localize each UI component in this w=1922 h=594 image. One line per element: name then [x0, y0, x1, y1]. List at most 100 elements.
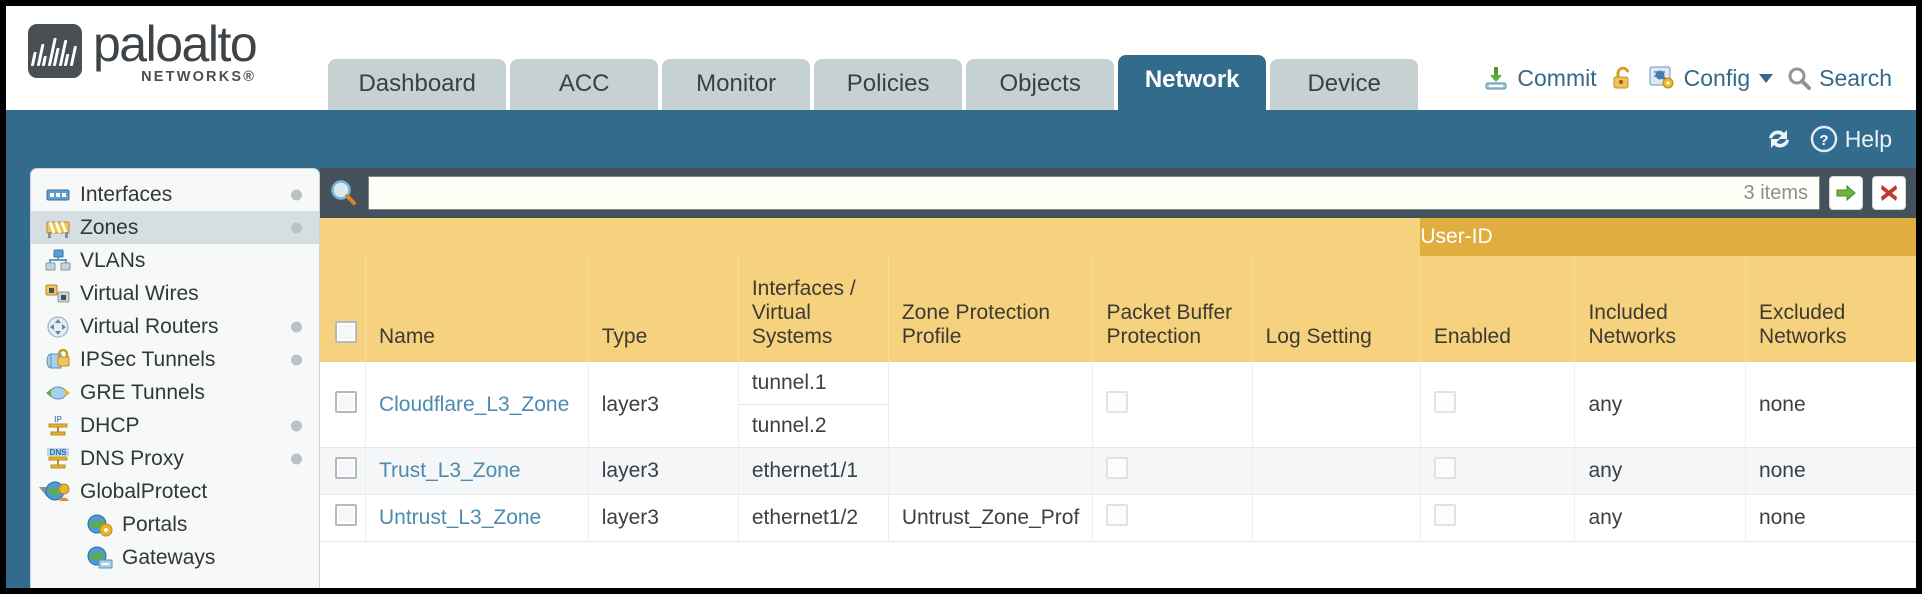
search-icon — [1787, 66, 1812, 91]
config-label: Config — [1683, 64, 1751, 91]
row-checkbox[interactable] — [335, 390, 357, 413]
globalprotect-icon — [45, 480, 71, 504]
header-action-bar: Commit — [1482, 64, 1916, 110]
tab-acc[interactable]: ACC — [510, 59, 659, 110]
commit-button[interactable]: Commit — [1482, 64, 1597, 92]
tab-monitor[interactable]: Monitor — [662, 59, 811, 110]
sidebar-item-vlans[interactable]: VLANs — [31, 244, 319, 277]
sidebar-item-label: Gateways — [122, 545, 216, 569]
column-header-log-setting[interactable]: Log Setting — [1251, 256, 1421, 362]
included-networks: any — [1574, 362, 1746, 448]
virtual-routers-icon — [45, 315, 71, 339]
userid-enabled-checkbox[interactable] — [1433, 390, 1456, 413]
zone-name-link[interactable]: Untrust_L3_Zone — [364, 494, 589, 542]
help-button[interactable]: ? Help — [1810, 125, 1892, 153]
sidebar-item-globalprotect[interactable]: GlobalProtect — [31, 475, 319, 508]
search-input[interactable]: 3 items — [368, 176, 1820, 210]
sidebar-item-label: Virtual Routers — [80, 314, 219, 338]
sidebar-navigation: Interfaces Zones VLANs Vir — [30, 168, 320, 588]
userid-enabled-cell[interactable] — [1419, 362, 1575, 448]
zone-type: layer3 — [587, 362, 739, 448]
excluded-networks: none — [1744, 447, 1916, 495]
packet-buffer-protection-checkbox[interactable] — [1106, 504, 1129, 526]
column-header-excluded-networks[interactable]: Excluded Networks — [1744, 256, 1916, 362]
help-label: Help — [1844, 125, 1892, 152]
status-dot — [291, 189, 302, 200]
sidebar-item-virtual-wires[interactable]: Virtual Wires — [31, 277, 319, 310]
virtual-wires-icon — [45, 282, 71, 306]
search-button[interactable]: Search — [1787, 65, 1892, 92]
refresh-icon — [1764, 126, 1794, 152]
userid-enabled-cell[interactable] — [1419, 494, 1575, 542]
config-button[interactable]: Config — [1649, 64, 1774, 92]
table-row: Cloudflare_L3_Zone layer3 tunnel.1 tunne… — [320, 362, 1916, 448]
refresh-button[interactable] — [1764, 126, 1794, 152]
column-header-type[interactable]: Type — [587, 256, 739, 362]
sidebar-item-dns-proxy[interactable]: DNS DNS Proxy — [31, 442, 319, 475]
brand-name: paloalto — [93, 15, 258, 72]
row-checkbox[interactable] — [335, 504, 357, 526]
main-navigation-tabs[interactable]: Dashboard ACC Monitor Policies Objects N… — [328, 55, 1422, 110]
log-setting — [1251, 447, 1421, 495]
packet-buffer-protection-cell[interactable] — [1092, 447, 1253, 495]
interface-item: tunnel.2 — [751, 414, 827, 437]
zone-interfaces: tunnel.1 tunnel.2 — [737, 362, 889, 448]
excluded-networks: none — [1744, 362, 1916, 448]
chevron-down-icon[interactable] — [1759, 73, 1774, 83]
packet-buffer-protection-checkbox[interactable] — [1106, 457, 1129, 479]
tab-network[interactable]: Network — [1118, 55, 1267, 110]
sidebar-item-ipsec-tunnels[interactable]: IPSec Tunnels — [31, 343, 319, 376]
zones-table: User-ID Name Type Interfaces / Virtual S… — [320, 218, 1916, 542]
sidebar-item-interfaces[interactable]: Interfaces — [31, 178, 319, 211]
sidebar-item-label: Zones — [80, 215, 139, 239]
tab-device[interactable]: Device — [1270, 59, 1419, 110]
help-icon: ? — [1810, 125, 1838, 153]
zone-name-link[interactable]: Trust_L3_Zone — [364, 447, 589, 495]
gateways-icon — [87, 546, 113, 570]
excluded-networks: none — [1744, 494, 1916, 542]
column-header-enabled[interactable]: Enabled — [1419, 256, 1575, 362]
sidebar-item-gateways[interactable]: Gateways — [31, 541, 319, 574]
sidebar-item-label: DNS Proxy — [80, 446, 184, 470]
unlock-icon — [1611, 65, 1635, 91]
sidebar-item-portals[interactable]: Portals — [31, 508, 319, 541]
status-dot — [291, 321, 302, 332]
zones-icon — [45, 216, 71, 240]
sidebar-item-label: Virtual Wires — [80, 281, 199, 305]
column-header-included-networks[interactable]: Included Networks — [1574, 256, 1746, 362]
apply-filter-button[interactable] — [1829, 176, 1863, 210]
sidebar-item-virtual-routers[interactable]: Virtual Routers — [31, 310, 319, 343]
select-all-header[interactable] — [320, 256, 366, 362]
sidebar-item-zones[interactable]: Zones — [31, 211, 319, 244]
select-all-checkbox[interactable] — [335, 321, 357, 343]
brand-logo: paloalto NETWORKS® — [6, 15, 258, 111]
userid-enabled-checkbox[interactable] — [1433, 504, 1456, 526]
packet-buffer-protection-cell[interactable] — [1092, 494, 1253, 542]
lock-button[interactable] — [1611, 65, 1635, 91]
tab-policies[interactable]: Policies — [814, 59, 963, 110]
clear-filter-button[interactable] — [1872, 176, 1906, 210]
tab-dashboard[interactable]: Dashboard — [328, 59, 507, 110]
userid-enabled-cell[interactable] — [1419, 447, 1575, 495]
column-header-interfaces[interactable]: Interfaces / Virtual Systems — [737, 256, 889, 362]
zone-interfaces: ethernet1/1 — [737, 447, 889, 495]
sidebar-item-gre-tunnels[interactable]: GRE Tunnels — [31, 376, 319, 409]
tab-objects[interactable]: Objects — [966, 59, 1115, 110]
column-header-name[interactable]: Name — [364, 256, 589, 362]
column-header-zone-protection-profile[interactable]: Zone Protection Profile — [887, 256, 1093, 362]
paloalto-logo-icon — [28, 24, 82, 79]
dns-proxy-icon: DNS — [45, 447, 71, 471]
userid-enabled-checkbox[interactable] — [1433, 457, 1456, 479]
zone-type: layer3 — [587, 447, 739, 495]
packet-buffer-protection-cell[interactable] — [1092, 362, 1253, 448]
sidebar-item-dhcp[interactable]: IP DHCP — [31, 409, 319, 442]
row-select-cell[interactable] — [320, 447, 366, 495]
row-select-cell[interactable] — [320, 362, 366, 448]
zone-name-link[interactable]: Cloudflare_L3_Zone — [364, 362, 589, 448]
row-checkbox[interactable] — [335, 457, 357, 479]
row-select-cell[interactable] — [320, 494, 366, 542]
sidebar-item-label: GRE Tunnels — [80, 380, 205, 404]
column-header-packet-buffer-protection[interactable]: Packet Buffer Protection — [1092, 256, 1253, 362]
packet-buffer-protection-checkbox[interactable] — [1106, 390, 1129, 413]
